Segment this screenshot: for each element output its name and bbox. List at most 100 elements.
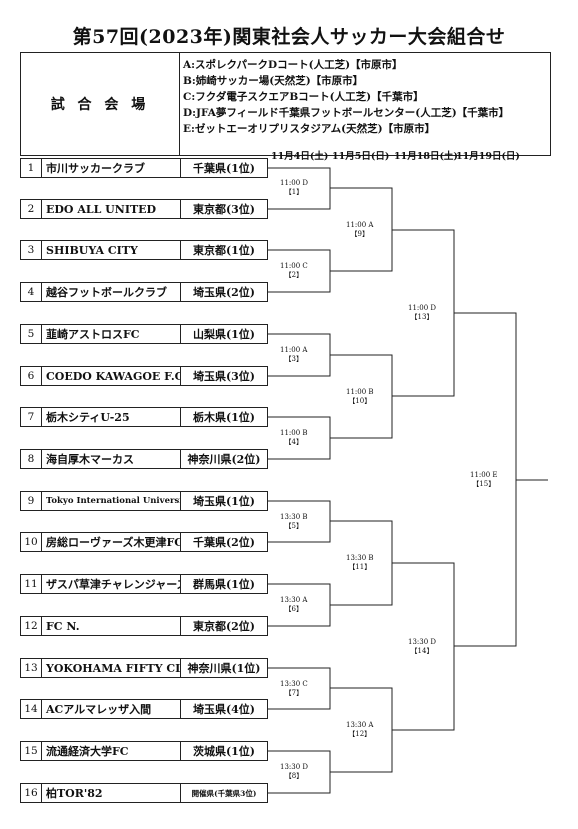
team-row: 6 COEDO KAWAGOE F.C 埼玉県(3位) bbox=[20, 366, 268, 386]
match-label: 11:00 B 【4】 bbox=[280, 429, 308, 447]
match-time: 13:30 B bbox=[280, 513, 308, 521]
team-number: 3 bbox=[21, 241, 42, 259]
match-number: 【13】 bbox=[410, 313, 434, 321]
team-prefecture: 埼玉県(1位) bbox=[180, 492, 267, 510]
team-number: 9 bbox=[21, 492, 42, 510]
match-number: 【15】 bbox=[472, 480, 496, 488]
match-number: 【1】 bbox=[284, 188, 304, 196]
match-time: 13:30 D bbox=[408, 638, 437, 646]
match-label: 13:30 A 【12】 bbox=[346, 721, 373, 739]
team-name: 韮崎アストロスFC bbox=[46, 328, 140, 341]
team-row: 7 栃木シティU-25 栃木県(1位) bbox=[20, 407, 268, 427]
team-number: 13 bbox=[21, 659, 42, 677]
final-match-label: 11:00 E 【15】 bbox=[470, 471, 498, 489]
team-row: 15 流通経済大学FC 茨城県(1位) bbox=[20, 741, 268, 761]
team-prefecture: 栃木県(1位) bbox=[180, 408, 267, 426]
venue-item: A:スポレクパークDコート(人工芝)【市原市】 bbox=[183, 59, 403, 71]
team-prefecture: 神奈川県(2位) bbox=[180, 450, 267, 468]
match-number: 【5】 bbox=[284, 522, 303, 530]
team-name: EDO ALL UNITED bbox=[46, 202, 157, 216]
team-name: FC N. bbox=[46, 619, 80, 633]
team-name: 海自厚木マーカス bbox=[46, 453, 134, 466]
team-number: 7 bbox=[21, 408, 42, 426]
team-number: 5 bbox=[21, 325, 42, 343]
match-number: 【10】 bbox=[348, 397, 372, 405]
team-prefecture: 埼玉県(4位) bbox=[180, 700, 267, 718]
venue-item: B:姉崎サッカー場(天然芝)【市原市】 bbox=[183, 75, 364, 87]
match-time: 13:30 D bbox=[280, 763, 309, 771]
match-label: 11:00 D 【13】 bbox=[408, 304, 436, 322]
team-prefecture: 神奈川県(1位) bbox=[180, 659, 267, 677]
team-row: 13 YOKOHAMA FIFTY CLUB 神奈川県(1位) bbox=[20, 658, 268, 678]
match-time: 13:30 A bbox=[280, 596, 308, 604]
team-name: 越谷フットボールクラブ bbox=[46, 286, 167, 299]
team-number: 10 bbox=[21, 533, 42, 551]
page-title: 第57回(2023年)関東社会人サッカー大会組合せ bbox=[72, 26, 506, 48]
date-round-1: 11月4日(土) bbox=[271, 151, 329, 162]
match-number: 【14】 bbox=[410, 647, 434, 655]
team-prefecture: 埼玉県(3位) bbox=[180, 367, 267, 385]
venue-item: E:ゼットエーオリプリスタジアム(天然芝)【市原市】 bbox=[183, 123, 436, 135]
match-time: 11:00 A bbox=[346, 221, 374, 229]
team-row: 4 越谷フットボールクラブ 埼玉県(2位) bbox=[20, 282, 268, 302]
match-label: 11:00 B 【10】 bbox=[346, 388, 374, 406]
match-number: 【3】 bbox=[284, 355, 303, 363]
match-number: 【8】 bbox=[284, 772, 304, 780]
team-number: 4 bbox=[21, 283, 42, 301]
date-round-2: 11月5日(日) bbox=[332, 151, 390, 162]
team-prefecture: 山梨県(1位) bbox=[180, 325, 267, 343]
match-label: 13:30 C 【7】 bbox=[280, 680, 308, 698]
venue-item: C:フクダ電子スクエアBコート(人工芝)【千葉市】 bbox=[183, 91, 424, 103]
team-prefecture: 千葉県(1位) bbox=[180, 159, 267, 177]
venue-item: D:JFA夢フィールド千葉県フットボールセンター(人工芝)【千葉市】 bbox=[183, 107, 510, 119]
team-prefecture: 開催県(千葉県3位) bbox=[180, 784, 267, 802]
match-label: 13:30 D 【8】 bbox=[280, 763, 308, 781]
match-label: 11:00 C 【2】 bbox=[280, 262, 308, 280]
team-row: 1 市川サッカークラブ 千葉県(1位) bbox=[20, 158, 268, 178]
match-number: 【9】 bbox=[350, 230, 369, 238]
match-label: 13:30 B 【5】 bbox=[280, 513, 308, 531]
team-name: Tokyo International University bbox=[46, 496, 180, 506]
match-time: 11:00 A bbox=[280, 346, 308, 354]
match-time: 11:00 B bbox=[280, 429, 308, 437]
team-prefecture: 東京都(2位) bbox=[180, 617, 267, 635]
team-row: 10 房総ローヴァーズ木更津FC 千葉県(2位) bbox=[20, 532, 268, 552]
team-row: 5 韮崎アストロスFC 山梨県(1位) bbox=[20, 324, 268, 344]
team-prefecture: 埼玉県(2位) bbox=[180, 283, 267, 301]
team-prefecture: 茨城県(1位) bbox=[180, 742, 267, 760]
team-name: 栃木シティU-25 bbox=[46, 411, 130, 424]
match-label: 13:30 D 【14】 bbox=[408, 638, 436, 656]
match-number: 【7】 bbox=[284, 689, 304, 697]
team-number: 16 bbox=[21, 784, 42, 802]
team-name: ACアルマレッザ入間 bbox=[46, 703, 152, 716]
team-name: 房総ローヴァーズ木更津FC bbox=[46, 536, 180, 549]
team-name: YOKOHAMA FIFTY CLUB bbox=[46, 661, 180, 675]
team-row: 14 ACアルマレッザ入間 埼玉県(4位) bbox=[20, 699, 268, 719]
match-label: 13:30 A 【6】 bbox=[280, 596, 307, 614]
team-row: 8 海自厚木マーカス 神奈川県(2位) bbox=[20, 449, 268, 469]
match-time: 13:30 B bbox=[346, 554, 374, 562]
match-time: 11:00 B bbox=[346, 388, 374, 396]
match-number: 【6】 bbox=[284, 605, 303, 613]
match-label: 11:00 A 【3】 bbox=[280, 346, 307, 364]
team-row: 3 SHIBUYA CITY 東京都(1位) bbox=[20, 240, 268, 260]
match-label: 13:30 B 【11】 bbox=[346, 554, 374, 572]
match-number: 【12】 bbox=[348, 730, 372, 738]
team-number: 1 bbox=[21, 159, 42, 177]
team-prefecture: 千葉県(2位) bbox=[180, 533, 267, 551]
team-name: ザスパ草津チャレンジャーズ bbox=[46, 578, 180, 591]
team-number: 14 bbox=[21, 700, 42, 718]
team-row: 12 FC N. 東京都(2位) bbox=[20, 616, 268, 636]
team-number: 11 bbox=[21, 575, 42, 593]
team-name: SHIBUYA CITY bbox=[46, 243, 138, 257]
team-number: 2 bbox=[21, 200, 42, 218]
team-row: 16 柏TOR'82 開催県(千葉県3位) bbox=[20, 783, 268, 803]
team-row: 2 EDO ALL UNITED 東京都(3位) bbox=[20, 199, 268, 219]
team-name: 柏TOR'82 bbox=[46, 787, 103, 800]
team-row: 9 Tokyo International University 埼玉県(1位) bbox=[20, 491, 268, 511]
team-number: 12 bbox=[21, 617, 42, 635]
date-final: 11月19日(日) bbox=[456, 151, 520, 162]
team-name: 流通経済大学FC bbox=[46, 745, 129, 758]
team-prefecture: 群馬県(1位) bbox=[180, 575, 267, 593]
